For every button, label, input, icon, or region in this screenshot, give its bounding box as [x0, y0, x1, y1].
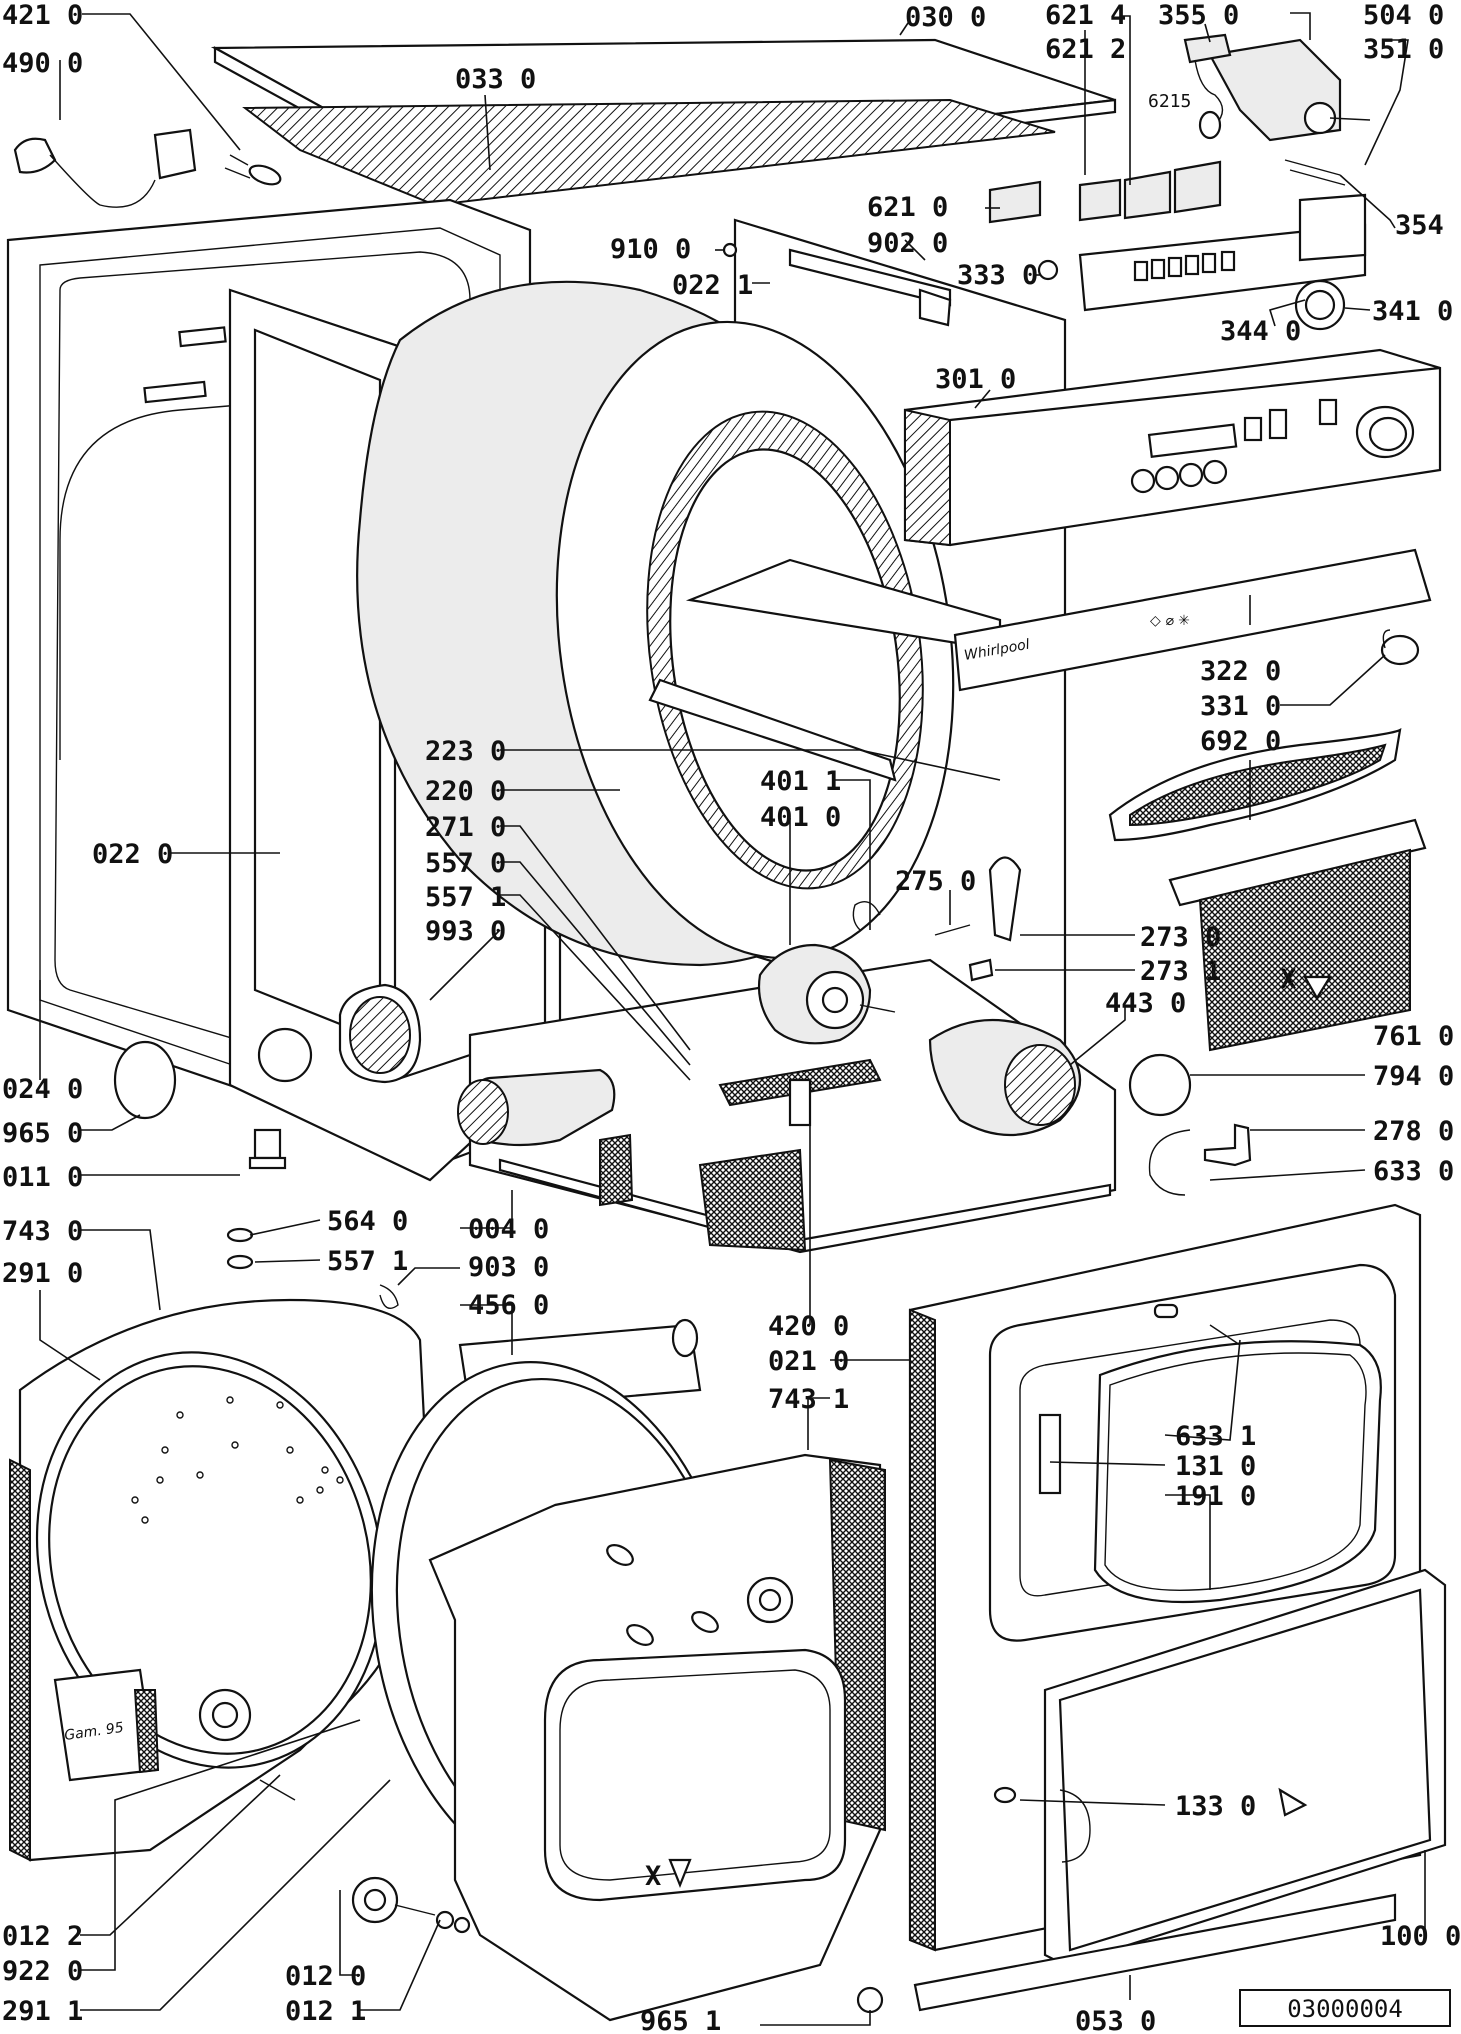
callout-504-0: 504 0 [1363, 0, 1444, 31]
control-panel-part [903, 348, 1442, 547]
callout-012-2: 012 2 [2, 1921, 83, 1952]
callout-557-1-lower: 557 1 [327, 1246, 408, 1277]
callout-401-1: 401 1 [760, 766, 841, 797]
callout-022-1: 022 1 [672, 270, 753, 301]
electronics-group [722, 33, 1371, 331]
callout-633-1: 633 1 [1175, 1421, 1256, 1452]
direction-markers: X X [645, 964, 1332, 1892]
callout-053-0: 053 0 [1075, 2006, 1156, 2034]
callout-012-0: 012 0 [285, 1961, 366, 1992]
front-drum-support-part [370, 1361, 886, 2022]
callout-743-0: 743 0 [2, 1216, 83, 1247]
callout-965-0: 965 0 [2, 1118, 83, 1149]
callout-420-0: 420 0 [768, 1311, 849, 1342]
lint-filter-part [1108, 629, 1427, 1196]
callout-331-0: 331 0 [1200, 691, 1281, 722]
callout-692-0: 692 0 [1200, 726, 1281, 757]
castor-parts [351, 1876, 471, 1934]
callout-633-0: 633 0 [1373, 1156, 1454, 1187]
leader-lines [39, 12, 1426, 2026]
callout-401-0: 401 0 [760, 802, 841, 833]
callout-322-0: 322 0 [1200, 656, 1281, 687]
callout-271-0: 271 0 [425, 812, 506, 843]
callout-761-0: 761 0 [1373, 1021, 1454, 1052]
callout-743-1: 743 1 [768, 1384, 849, 1415]
callout-333-0: 333 0 [957, 260, 1038, 291]
callout-490-0: 490 0 [2, 48, 83, 79]
callout-012-1: 012 1 [285, 1996, 366, 2027]
callout-902-0: 902 0 [867, 228, 948, 259]
callout-275-0: 275 0 [895, 866, 976, 897]
door-part [913, 1568, 1447, 2012]
callout-024-0: 024 0 [2, 1074, 83, 1105]
x-marker-upper: X [1280, 964, 1296, 995]
callout-291-0: 291 0 [2, 1258, 83, 1289]
power-cord-group [13, 128, 282, 208]
x-marker-lower: X [645, 1861, 661, 1892]
callout-351-0: 351 0 [1363, 34, 1444, 65]
callout-341-0: 341 0 [1372, 296, 1453, 327]
fascia-strip-part: Whirlpool ◇ ⌀ ✳ [953, 548, 1432, 692]
callout-030-0: 030 0 [905, 2, 986, 33]
callout-100-0: 100 0 [1380, 1921, 1461, 1952]
callout-033-0: 033 0 [455, 64, 536, 95]
top-cover-part [210, 38, 1117, 207]
callout-621-4: 621 4 [1045, 0, 1126, 31]
callout-564-0: 564 0 [327, 1206, 408, 1237]
callout-355-0: 355 0 [1158, 0, 1239, 31]
callout-557-1: 557 1 [425, 882, 506, 913]
callout-011-0: 011 0 [2, 1162, 83, 1193]
callout-021-0: 021 0 [768, 1346, 849, 1377]
callout-220-0: 220 0 [425, 776, 506, 807]
drawing-number: 03000004 [1287, 1995, 1403, 2023]
callout-191-0: 191 0 [1175, 1481, 1256, 1512]
motor-part [757, 856, 1022, 1127]
callout-965-1: 965 1 [640, 2006, 721, 2034]
callout-421-0: 421 0 [2, 0, 83, 31]
callout-6215: 6215 [1148, 91, 1191, 112]
callout-133-0: 133 0 [1175, 1791, 1256, 1822]
drawing-number-box: 03000004 [1239, 1989, 1451, 2027]
callout-273-1: 273 1 [1140, 956, 1221, 987]
callout-291-1: 291 1 [2, 1996, 83, 2027]
svg-text:◇ ⌀ ✳: ◇ ⌀ ✳ [1150, 613, 1190, 629]
callout-223-0: 223 0 [425, 736, 506, 767]
callout-131-0: 131 0 [1175, 1451, 1256, 1482]
callout-344-0: 344 0 [1220, 316, 1301, 347]
rear-drum-support-part: Gam. 95 [9, 1298, 432, 1862]
callout-993-0: 993 0 [425, 916, 506, 947]
callout-903-0: 903 0 [468, 1252, 549, 1283]
callout-273-0: 273 0 [1140, 922, 1221, 953]
callout-022-0: 022 0 [92, 839, 173, 870]
callout-922-0: 922 0 [2, 1956, 83, 1987]
callout-354-0: 354 0 [1395, 210, 1461, 241]
callout-910-0: 910 0 [610, 234, 691, 265]
callout-621-2: 621 2 [1045, 34, 1126, 65]
callout-794-0: 794 0 [1373, 1061, 1454, 1092]
callout-557-0: 557 0 [425, 848, 506, 879]
callout-301-0: 301 0 [935, 364, 1016, 395]
drum-part [356, 280, 1002, 967]
callout-443-0: 443 0 [1105, 988, 1186, 1019]
callout-456-0: 456 0 [468, 1290, 549, 1321]
callout-621-0: 621 0 [867, 192, 948, 223]
callout-278-0: 278 0 [1373, 1116, 1454, 1147]
callout-004-0: 004 0 [468, 1214, 549, 1245]
